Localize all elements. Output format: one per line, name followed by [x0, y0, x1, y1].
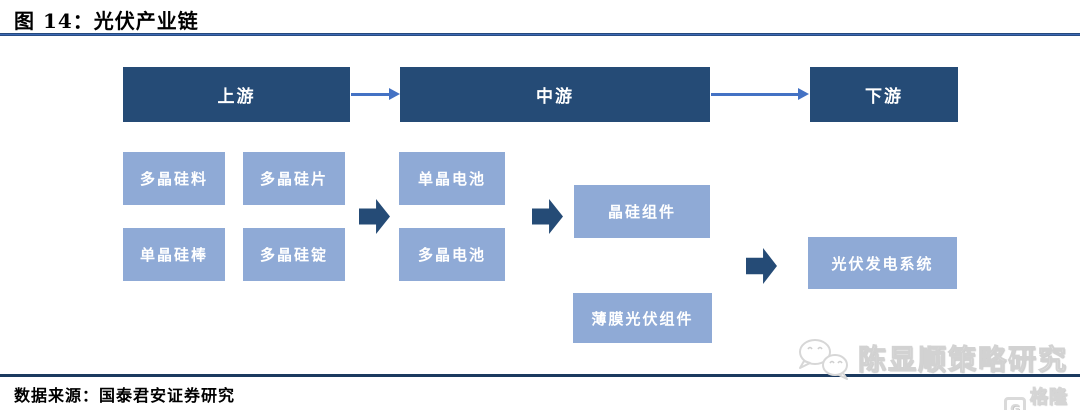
node-label: 多晶硅料 [139, 170, 208, 188]
block-arrow-icon [532, 199, 563, 234]
footer-divider-line [0, 374, 1080, 377]
node-label: 多晶电池 [417, 246, 486, 264]
node-poly-silicon-material: 多晶硅料 [123, 152, 225, 205]
block-arrow-icon [746, 248, 777, 284]
node-poly-silicon-ingot: 多晶硅锭 [243, 228, 345, 281]
block-arrow-icon [359, 199, 390, 234]
node-label: 多晶硅片 [259, 170, 328, 188]
platform-logo-name: 格隆汇 [1029, 387, 1068, 409]
node-poly-silicon-wafer: 多晶硅片 [243, 152, 345, 205]
data-source-note: 数据来源：国泰君安证券研究 [14, 386, 236, 405]
node-crystalline-silicon-module: 晶硅组件 [574, 185, 710, 238]
node-label: 单晶电池 [417, 170, 486, 188]
wechat-icon [799, 339, 848, 380]
watermark-platform-logo: G 格隆汇 [1004, 383, 1080, 410]
node-label: 多晶硅锭 [259, 246, 328, 264]
stage-label-midstream: 中游 [536, 87, 574, 107]
node-pv-power-generation-system: 光伏发电系统 [808, 237, 957, 289]
watermark-wechat-account: 陈显顺策略研究 [794, 336, 1068, 380]
stage-label-downstream: 下游 [865, 87, 903, 107]
node-label: 单晶硅棒 [139, 246, 208, 264]
node-thin-film-pv-module: 薄膜光伏组件 [573, 293, 712, 343]
stage-box-midstream: 中游 [400, 67, 710, 122]
node-poly-crystalline-cell: 多晶电池 [399, 228, 505, 281]
stage-box-upstream: 上游 [123, 67, 350, 122]
node-label: 光伏发电系统 [831, 254, 934, 273]
node-mono-silicon-rod: 单晶硅棒 [123, 228, 225, 281]
node-label: 薄膜光伏组件 [591, 309, 694, 328]
title-divider-line [0, 33, 1080, 36]
stage-label-upstream: 上游 [217, 87, 256, 107]
node-mono-crystalline-cell: 单晶电池 [399, 152, 505, 205]
arrowhead-icon [389, 88, 400, 100]
stage-box-downstream: 下游 [810, 67, 958, 122]
arrow-upstream-to-midstream-icon [351, 88, 400, 100]
platform-logo-icon: G [1004, 397, 1026, 410]
figure-title: 图 14：光伏产业链 [14, 9, 199, 33]
arrow-midstream-to-downstream-icon [711, 88, 809, 100]
watermark-account-name: 陈显顺策略研究 [857, 343, 1069, 377]
arrowhead-icon [798, 88, 809, 100]
node-label: 晶硅组件 [607, 203, 676, 221]
